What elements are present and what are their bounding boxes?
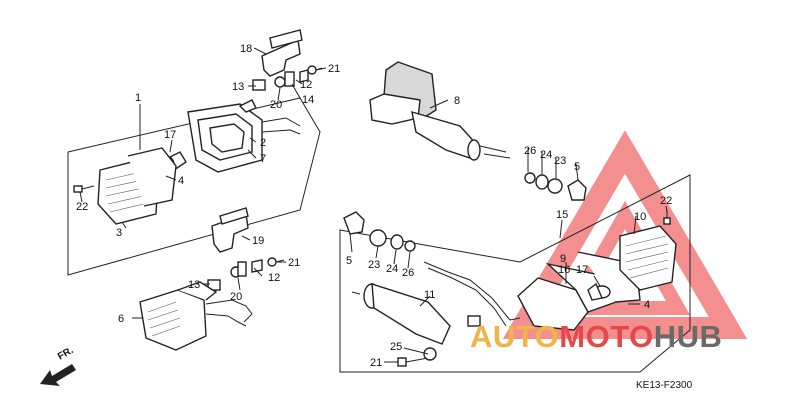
callout-15: 15 — [556, 209, 568, 221]
callout-24b: 24 — [386, 263, 398, 275]
callout-26b: 26 — [402, 267, 414, 279]
callout-21b: 21 — [288, 257, 300, 269]
watermark-hub: HUB — [654, 319, 723, 354]
turn-signal-11 — [351, 261, 521, 345]
callout-17: 17 — [164, 129, 176, 141]
housing-2 — [187, 99, 301, 173]
turn-signal-6 — [139, 281, 253, 351]
callout-20b: 20 — [230, 291, 242, 303]
callout-labels: 1 2 3 4 5 6 7 8 9 10 11 12 12 13 13 14 1… — [76, 43, 672, 369]
callout-12: 12 — [300, 79, 312, 91]
screw-21-lower — [397, 347, 437, 367]
callout-16: 16 — [558, 264, 570, 276]
callout-14: 14 — [302, 94, 314, 106]
watermark-text: AUTOMOTOHUB — [470, 319, 722, 354]
front-marker-label: FR. — [56, 345, 76, 363]
callout-20: 20 — [270, 99, 282, 111]
diagram-code: KE13-F2300 — [636, 380, 693, 391]
hardware-upper — [252, 65, 323, 91]
callout-3: 3 — [116, 227, 122, 239]
callout-11: 11 — [424, 289, 435, 301]
callout-13: 13 — [232, 81, 244, 93]
bracket-19 — [211, 207, 249, 253]
callout-2: 2 — [260, 137, 266, 149]
lens-10 — [619, 225, 677, 291]
callout-4: 4 — [178, 175, 184, 187]
callout-9: 9 — [560, 253, 566, 265]
callout-5: 5 — [574, 161, 580, 173]
front-direction-arrow — [40, 364, 76, 386]
leader-lines — [79, 47, 668, 363]
callout-5b: 5 — [346, 255, 352, 267]
turn-signal-8 — [369, 61, 511, 161]
bracket-18 — [261, 29, 303, 77]
callout-18: 18 — [240, 43, 252, 55]
screw-22-front — [73, 185, 95, 193]
callout-24: 24 — [540, 149, 552, 161]
callout-23b: 23 — [368, 259, 380, 271]
callout-19: 19 — [252, 235, 264, 247]
callout-26: 26 — [524, 145, 536, 157]
washer-stack-upper — [524, 172, 587, 201]
callout-12b: 12 — [268, 272, 280, 284]
callout-7: 7 — [260, 153, 266, 165]
washer-stack-lower — [343, 211, 416, 252]
callout-22: 22 — [76, 201, 88, 213]
watermark-auto: AUTO — [470, 319, 559, 354]
bulb-17-rear — [587, 282, 611, 301]
callout-21c: 21 — [370, 357, 382, 369]
front-left-assembly-frame — [67, 97, 321, 276]
callout-10: 10 — [634, 211, 646, 223]
callout-17b: 17 — [576, 264, 588, 276]
callout-1: 1 — [135, 92, 141, 104]
watermark-moto: MOTO — [559, 319, 653, 354]
callout-21: 21 — [328, 63, 340, 75]
rear-right-assembly-frame — [339, 174, 691, 373]
callout-8: 8 — [454, 95, 460, 107]
callout-4b: 4 — [644, 299, 650, 311]
callout-13b: 13 — [188, 279, 200, 291]
callout-22b: 22 — [660, 195, 672, 207]
callout-23: 23 — [554, 155, 566, 167]
lens-3 — [97, 147, 177, 225]
callout-25: 25 — [390, 341, 402, 353]
callout-6: 6 — [118, 313, 124, 325]
